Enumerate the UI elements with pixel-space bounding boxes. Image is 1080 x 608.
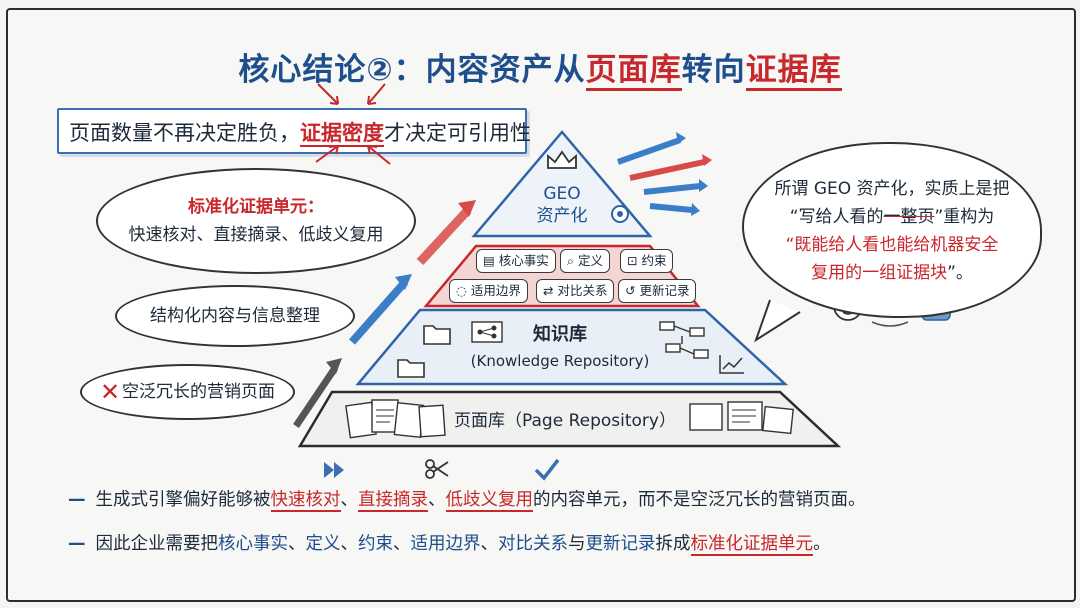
summary-line-2: —因此企业需要把核心事实、定义、约束、适用边界、对比关系与更新记录拆成标准化证据… <box>68 534 831 556</box>
mindmap-icon <box>659 321 709 359</box>
circle-icon: ◌ <box>456 283 471 298</box>
geo-asset-label: GEO 资产化 <box>536 184 588 226</box>
bubble-line-4: 复用的一组证据块”。 <box>811 263 973 283</box>
title-highlight-evidence-repo: 证据库 <box>745 52 842 91</box>
bubble-tail <box>754 299 801 343</box>
evidence-density-callout: 页面数量不再决定胜负，证据密度才决定可引用性 <box>57 108 531 154</box>
dash-marker: — <box>68 534 86 554</box>
search-icon: ⌕ <box>567 253 578 268</box>
document-stack-left <box>345 399 446 439</box>
rising-arrows <box>293 200 476 428</box>
cross-icon: ✕ <box>99 378 121 406</box>
chip-definition: ⌕ 定义 <box>560 249 610 273</box>
pyramid-top <box>471 130 653 238</box>
lock-icon: ⊡ <box>627 253 642 268</box>
scissors-icon <box>425 459 449 479</box>
pyramid-knowledge-layer <box>355 308 789 386</box>
bubble-line-1: 所谓 GEO 资产化，实质上是把 <box>774 179 1010 199</box>
folder-icon <box>423 325 451 345</box>
history-icon: ↺ <box>625 283 640 298</box>
standard-evidence-heading: 标准化证据单元： <box>188 197 324 217</box>
chip-core-facts: ▤ 核心事实 <box>476 249 556 273</box>
document-icon: ▤ <box>483 253 499 268</box>
gear-icon <box>611 205 629 223</box>
verbose-pages-cloud: ✕空泛冗长的营销页面 <box>80 364 295 420</box>
evidence-density-highlight: 证据密度 <box>300 121 384 147</box>
document-stack-right <box>689 401 794 435</box>
geo-explanation-bubble: 所谓 GEO 资产化，实质上是把 “写给人看的一整页”重构为 “既能给人看也能给… <box>742 142 1042 318</box>
fast-forward-icon <box>324 462 344 478</box>
summary-line-1: —生成式引擎偏好能够被快速核对、直接摘录、低歧义复用的内容单元，而不是空泛冗长的… <box>68 490 866 512</box>
standard-evidence-desc: 快速核对、直接摘录、低歧义复用 <box>128 225 384 245</box>
bubble-line-3: “既能给人看也能给机器安全 <box>785 235 999 255</box>
chip-constraint: ⊡ 约束 <box>620 249 674 273</box>
structured-content-cloud: 结构化内容与信息整理 <box>115 285 355 347</box>
dash-marker: — <box>68 490 86 510</box>
folder-icon <box>397 359 425 378</box>
page-title: 核心结论②：内容资产从页面库转向证据库 <box>0 44 1080 91</box>
knowledge-repo-label: 知识库 (Knowledge Repository) <box>470 324 650 370</box>
standard-evidence-cloud: 标准化证据单元： 快速核对、直接摘录、低歧义复用 <box>96 168 416 274</box>
chip-comparison: ⇄ 对比关系 <box>536 279 615 303</box>
checkmark-icon <box>534 458 560 481</box>
chart-icon <box>719 355 744 374</box>
title-highlight-page-repo: 页面库 <box>585 52 682 91</box>
emphasis-arrows <box>315 83 391 165</box>
crown-icon <box>547 150 577 169</box>
bubble-line-2: “写给人看的一整页”重构为 <box>789 207 995 227</box>
page-repo-label: 页面库（Page Repository） <box>454 411 676 431</box>
diagram-icon <box>471 321 503 343</box>
output-arrows <box>616 132 712 216</box>
chip-update-log: ↺ 更新记录 <box>618 279 697 303</box>
chip-scope: ◌ 适用边界 <box>449 279 528 303</box>
swap-icon: ⇄ <box>543 283 558 298</box>
